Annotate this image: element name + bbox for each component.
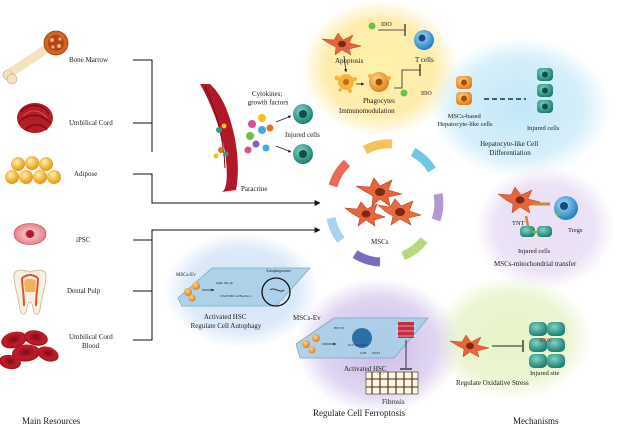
injured-cell [537,226,552,237]
ferro-slc: SLC7A11/xCT [348,343,367,347]
msc-cell [343,201,386,227]
hepato-injured-label: Injured cells [527,125,560,132]
umbilical-cord-icon [17,103,53,133]
autophagosome-icon [261,277,291,307]
oxid-panel [449,322,565,368]
injured-cell [520,226,535,237]
center-label: MSCs [371,238,389,246]
hepato-title: Hepatocyte-like Cell Differentiation [480,140,540,157]
injured-cell [529,322,547,336]
autophagy-panel [177,267,311,307]
msc-cell [377,198,423,226]
source-label-dental-pulp: Dental Pulp [67,287,101,295]
mechanism-ring [326,139,444,267]
ring-segment [326,216,345,243]
ring-segment [362,139,393,155]
immuno-title: Immunomodulation [339,107,395,115]
paracrine-injured-label: Injured cells [285,131,320,139]
mito-title: MSCs-mitochondrial transfer [494,260,577,268]
ferro-hsc-label: Activated HSC [344,365,387,373]
source-label-cord-blood: Umbilical Cord Blood [69,333,115,350]
fibrosis-grid [365,371,419,395]
dental-pulp-icon [13,269,47,315]
ring-segment [410,148,436,173]
autophagy-ev-label: MSCs-Ev [176,273,196,278]
ferro-title: Regulate Cell Ferroptosis [313,408,405,418]
cord-blood-line: Umbilical Cord [69,333,113,341]
hepato-panel [456,68,553,113]
mechanisms-title: Mechanisms [513,416,559,426]
ipsc-icon [13,223,47,245]
immuno-ido-right: IDO [421,91,432,97]
ring-segment [431,193,444,222]
oxid-title: Regulate Oxidative Stress [456,379,529,387]
source-label-bone-marrow: Bone Marrow [69,56,109,64]
immuno-tcells: T cells [415,56,434,64]
injured-cell [547,338,565,352]
ferro-gpx4: GPX4 [372,351,380,355]
cytokine-cluster [244,114,274,154]
autophagy-stat-label: STAT3/Bcl-2/Beclin 1 [220,294,252,298]
adipose-icon [5,156,61,184]
msc-cell [449,334,490,358]
ferro-beclin: BECN1 [334,326,345,330]
bone-marrow-icon [2,30,69,85]
main-resources-title: Main Resources [22,416,81,426]
msc-cell [321,32,362,56]
msc-cell [355,177,403,207]
mito-panel [497,186,578,237]
injured-cell [547,322,565,336]
ring-segment [401,237,428,261]
ferro-ev-label: MSCs-Ev [293,314,321,322]
ferro-fibrosis-label: Fibrosis [382,398,405,406]
oxid-ros-label: ROS [539,337,552,344]
source-label-ipsc: iPSC [76,236,91,244]
hsc-nucleus [352,328,372,348]
apoptotic-cell [334,74,357,93]
autophagy-title: Activated HSC Regulate Cell Autophagy [191,313,262,330]
cord-blood-line: Blood [82,342,100,350]
immuno-panel [321,22,434,97]
source-label-umbilical-cord: Umbilical Cord [69,119,113,127]
autophagosome-label: Autophagosome [266,269,291,273]
blood-vessel [200,84,238,192]
injured-cell [529,338,547,352]
mito-tregs-label: Tregs [568,227,583,234]
cord-blood-icon [0,330,59,370]
autophagy-mir-label: miR-181-5p [216,281,233,285]
source-label-adipose: Adipose [74,170,97,178]
source-connectors [133,59,321,341]
mito-tnt-label: TNT [512,220,525,227]
ring-segment [352,250,381,267]
injured-cell [529,354,547,368]
ferro-panel [295,317,429,395]
hepato-zone [430,38,610,178]
immuno-apoptosis: Apoptosis [335,57,364,65]
ring-segment [328,159,351,188]
msc-center [343,177,423,227]
ferro-gsh: GSH [360,351,367,355]
injured-cell [547,354,565,368]
phagocyte [368,72,391,92]
hepato-cells-label: MSCs-based Hepatocyte-like cells [437,113,493,128]
paracrine-cytokines-label: Cytokines; growth factors [248,90,289,107]
oxid-zone [432,276,592,400]
mito-injured-label: Injured cells [518,248,551,255]
immuno-phagocytes: Phagocytes [363,97,395,105]
oxid-injured-label: Injured site [530,370,560,377]
paracrine-title: Paracrine [241,185,267,193]
paracrine-panel [200,84,313,192]
immuno-ido-top: IDO [381,22,392,28]
msc-cell [497,186,541,214]
